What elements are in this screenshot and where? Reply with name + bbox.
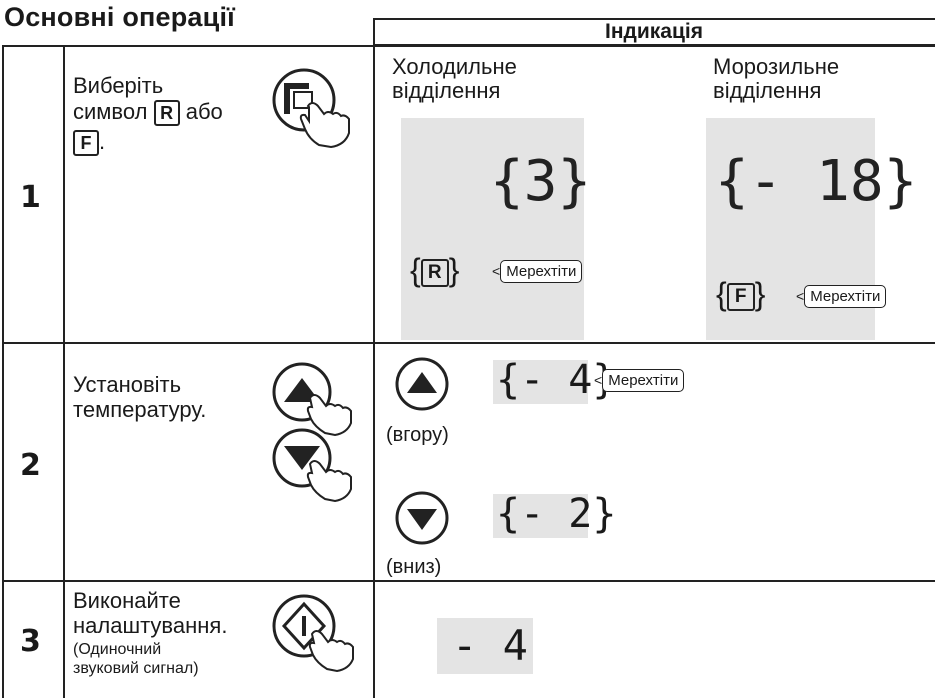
row3-text-line3: (Одиночний xyxy=(73,641,162,658)
fridge-label: Холодильне відділення xyxy=(392,56,517,102)
row2-text-line1: Установіть xyxy=(73,372,182,397)
row1-text-period: . xyxy=(99,129,106,154)
fridge-label-line1: Холодильне xyxy=(392,54,517,79)
fridge-blink-tag: <Мерехтіти xyxy=(492,260,583,283)
row-number-2: 2 xyxy=(20,448,41,483)
row1-text-line2b: або xyxy=(185,99,223,124)
row3-text-line2: налаштування. xyxy=(73,613,228,638)
up-display-panel xyxy=(493,360,588,404)
fridge-blink-label: Мерехтіти xyxy=(500,260,583,283)
row-number-3: 3 xyxy=(20,624,41,659)
freezer-symbol-f: F xyxy=(726,282,755,311)
down-temp-value: - 2 xyxy=(520,491,593,537)
row3-text-line4: звуковий сигнал) xyxy=(73,660,199,677)
row-divider-2 xyxy=(2,580,935,582)
page-title: Основні операції xyxy=(4,2,235,32)
set-button-press-icon[interactable] xyxy=(268,592,368,684)
freezer-label-line2: відділення xyxy=(713,78,822,103)
fridge-temp-display: {3} xyxy=(490,149,592,214)
freezer-temp-value: - 18 xyxy=(748,149,884,214)
up-blink-label: Мерехтіти xyxy=(602,369,685,392)
row-divider-1 xyxy=(2,342,935,344)
freezer-blink-tag: <Мерехтіти xyxy=(796,285,887,308)
up-caption: (вгору) xyxy=(386,424,449,446)
down-button-icon xyxy=(395,491,449,545)
row3-instruction: Виконайте налаштування. (Одиночний звуко… xyxy=(73,590,227,679)
table-left-border xyxy=(2,45,4,698)
indication-header: Індикація xyxy=(605,20,703,43)
freezer-label: Морозильне відділення xyxy=(713,56,839,102)
row1-text-line2a: символ xyxy=(73,99,148,124)
number-column-border xyxy=(63,45,65,698)
symbol-r-box: R xyxy=(153,100,180,126)
fridge-label-line2: відділення xyxy=(392,78,501,103)
down-arrow-button-icon[interactable] xyxy=(268,428,368,503)
freezer-symbol-blink: {F} xyxy=(716,276,766,312)
result-temp-value: - 4 xyxy=(452,621,528,670)
freezer-label-line1: Морозильне xyxy=(713,54,840,79)
down-temp-display: {- 2} xyxy=(496,491,617,537)
fridge-symbol-r: R xyxy=(420,258,449,287)
row3-text-line1: Виконайте xyxy=(73,588,181,613)
row1-instruction: Виберіть символ R або F. xyxy=(73,75,223,156)
freezer-blink-label: Мерехтіти xyxy=(804,285,887,308)
result-display-panel xyxy=(437,618,533,674)
fridge-symbol-blink: {R} xyxy=(410,252,460,288)
up-temp-value: - 4 xyxy=(520,357,593,403)
symbol-f-box: F xyxy=(73,130,99,156)
up-blink-tag: <Мерехтіти xyxy=(594,369,685,392)
down-caption: (вниз) xyxy=(386,556,442,578)
up-button-icon xyxy=(395,357,449,411)
fridge-display-panel xyxy=(401,118,584,340)
fridge-temp-value: 3 xyxy=(523,149,558,214)
down-display-panel xyxy=(493,494,588,538)
row-number-1: 1 xyxy=(20,180,41,215)
freezer-temp-display: {- 18} xyxy=(715,149,918,214)
table-top-border xyxy=(2,45,935,47)
indication-column-border xyxy=(373,18,375,698)
row2-text-line2: температуру. xyxy=(73,397,207,422)
row2-instruction: Установіть температуру. xyxy=(73,374,206,421)
row1-text-line1: Виберіть xyxy=(73,73,164,98)
up-arrow-button-icon[interactable] xyxy=(268,362,368,437)
select-button-press-icon[interactable] xyxy=(268,66,368,156)
